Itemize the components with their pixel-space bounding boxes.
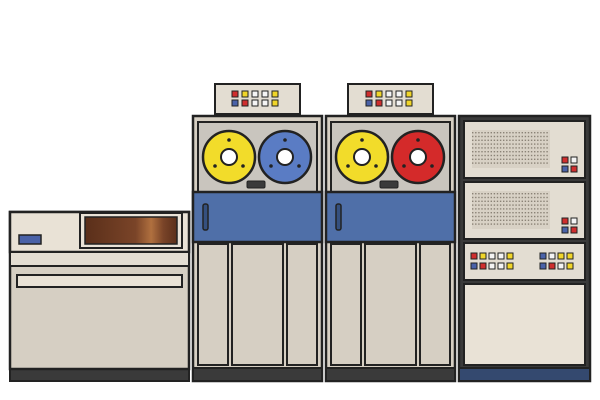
- lower-door-right-1: [330, 243, 362, 366]
- vent-dots-2: [472, 193, 548, 225]
- vent-dots-1: [472, 132, 548, 164]
- blue-band-left: [191, 190, 324, 244]
- tape-drive-right: [324, 83, 457, 383]
- cabinet-right-base: [325, 367, 456, 382]
- printer-paper-slot: [16, 274, 183, 288]
- rack-unit-1-buttons: [561, 156, 578, 173]
- lower-door-right-3: [419, 243, 451, 366]
- tape-head-left: [246, 180, 266, 189]
- rack-cabinet: [457, 114, 592, 383]
- tape-reel-icon: [390, 129, 446, 185]
- rack-lower-door: [463, 283, 586, 366]
- lower-door-left-2: [231, 243, 284, 366]
- vent-grille-1: [472, 130, 550, 168]
- cabinet-left-base: [192, 367, 323, 382]
- door-handle-right: [335, 203, 342, 231]
- lower-door-right-2: [364, 243, 417, 366]
- printer-lid-strip: [9, 251, 190, 267]
- printer-viewport: [84, 216, 178, 245]
- control-box-right: [347, 83, 434, 115]
- tape-reel-icon: [334, 129, 390, 185]
- rack-unit-2-buttons: [561, 217, 578, 234]
- rack-control-strip: [463, 242, 586, 281]
- tape-reel-icon: [257, 129, 313, 185]
- control-box-left: [214, 83, 301, 115]
- door-handle-left: [202, 203, 209, 231]
- tape-reel-icon: [201, 129, 257, 185]
- control-buttons-left: [231, 90, 279, 107]
- rack-base: [458, 367, 591, 382]
- printer-label-badge: [18, 234, 42, 245]
- tape-head-right: [379, 180, 399, 189]
- tape-drive-left: [191, 83, 324, 383]
- lower-door-left-3: [286, 243, 318, 366]
- lower-door-left-1: [197, 243, 229, 366]
- printer-console: [8, 210, 191, 382]
- vent-grille-2: [472, 191, 550, 229]
- rack-control-buttons: [470, 252, 574, 270]
- control-buttons-right: [365, 90, 413, 107]
- blue-band-right: [324, 190, 457, 244]
